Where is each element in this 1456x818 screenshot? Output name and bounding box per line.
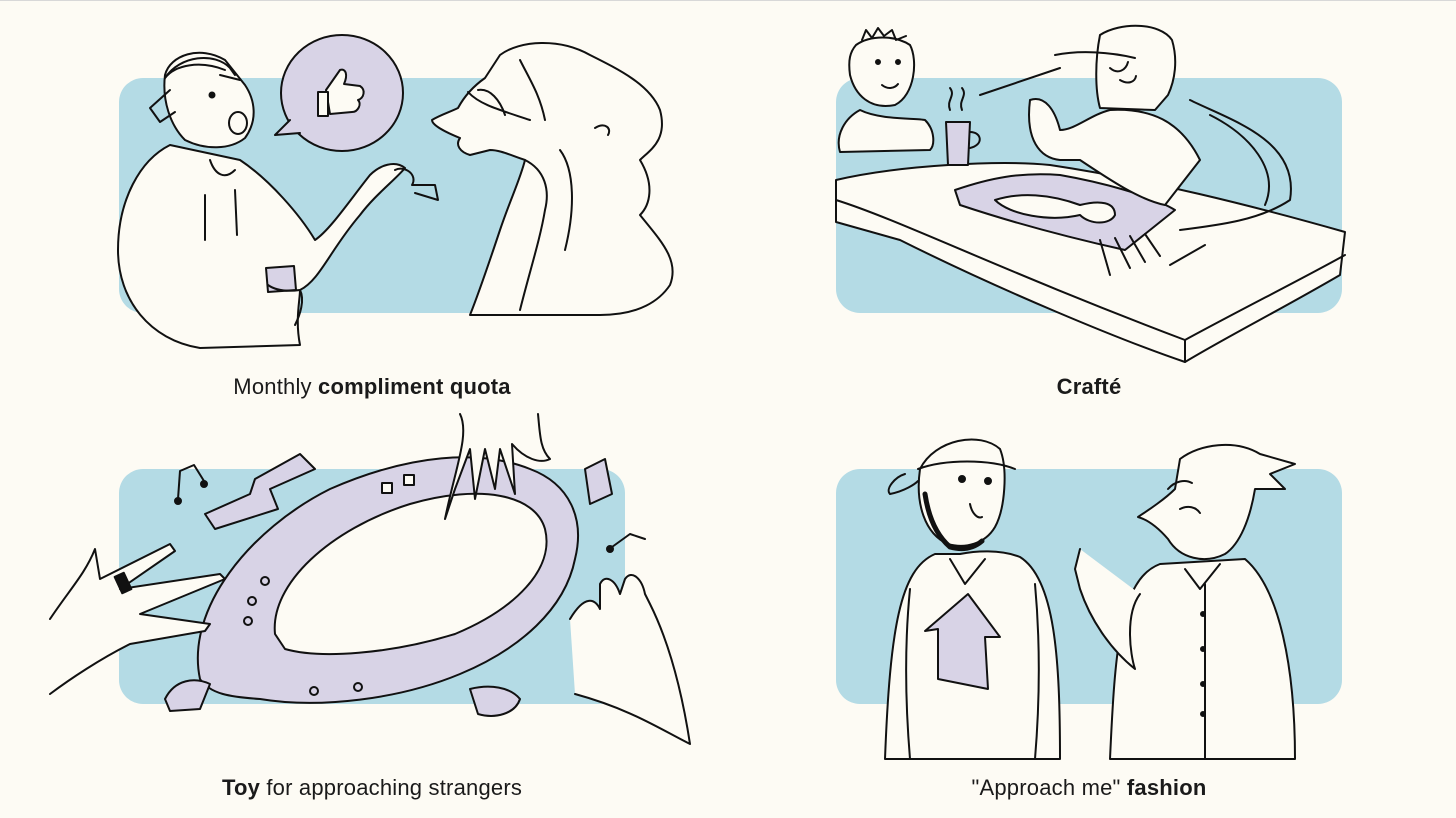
card-crafte: Crafté bbox=[835, 24, 1346, 400]
caption-bold: Crafté bbox=[1056, 374, 1122, 399]
caption-bold: Toy bbox=[221, 775, 261, 800]
caption-bold: fashion bbox=[1126, 775, 1207, 800]
card-toy: Toy for approaching strangers bbox=[0, 409, 728, 818]
caption-normal: "Approach me" bbox=[971, 775, 1127, 800]
toy-illustration bbox=[49, 413, 691, 745]
caption-normal: for approaching strangers bbox=[260, 775, 523, 800]
caption-bold: compliment quota bbox=[318, 374, 511, 399]
card-compliment-quota: Monthly compliment quota bbox=[0, 0, 728, 409]
crafte-illustration bbox=[835, 24, 1346, 363]
caption-normal: Monthly bbox=[233, 374, 319, 399]
top-divider bbox=[0, 0, 1456, 1]
fashion-illustration bbox=[884, 438, 1296, 760]
caption-approach-me-fashion: "Approach me" fashion bbox=[836, 775, 1342, 801]
compliment-illustration bbox=[117, 34, 674, 349]
card-approach-me-fashion: "Approach me" fashion bbox=[0, 409, 1456, 818]
caption-toy: Toy for approaching strangers bbox=[119, 775, 625, 801]
caption-compliment-quota: Monthly compliment quota bbox=[119, 374, 625, 400]
caption-crafte: Crafté bbox=[836, 374, 1342, 400]
